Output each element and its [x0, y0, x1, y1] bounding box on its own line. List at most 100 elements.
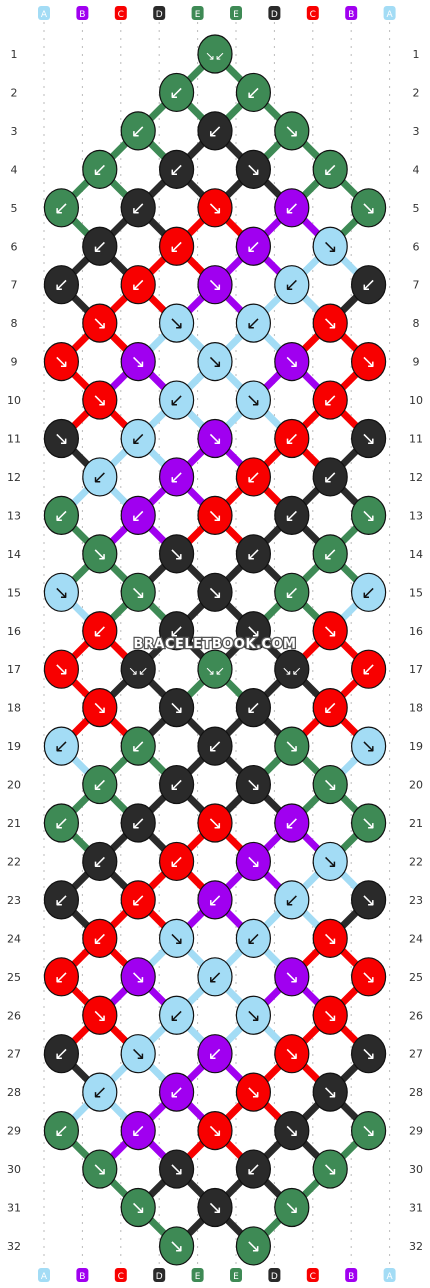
knot: ↙: [274, 418, 310, 459]
knot: ↙: [159, 149, 195, 189]
knot-arrow-icon: ↘: [246, 775, 261, 796]
knot-oval: [120, 265, 156, 305]
knot-oval: [82, 688, 118, 728]
knot-oval: [82, 995, 118, 1035]
knot-arrow-icon: ↘: [169, 698, 184, 719]
strand-label: E: [233, 10, 239, 20]
knot-arrow-icon: ↙: [284, 429, 299, 450]
knot-arrow-icon: ↙: [54, 1121, 69, 1142]
knot: ↘: [82, 380, 118, 420]
knot: ↘: [43, 649, 80, 689]
knot-arrow-icon: ↘: [323, 1082, 338, 1103]
strand-label: E: [233, 1272, 239, 1282]
row-number-right: 12: [409, 471, 423, 484]
knot: ↘: [120, 957, 156, 997]
knot-arrow-icon: ↙: [284, 582, 299, 603]
knot-arrow-icon: ↙: [131, 429, 146, 450]
knot-oval: [312, 380, 348, 420]
knot: ↙: [274, 188, 310, 228]
knot-oval: [274, 880, 310, 920]
row-number-left: 14: [7, 548, 21, 561]
knot-oval: [82, 1149, 118, 1189]
knot-arrow-icon: ↘: [207, 505, 222, 526]
knot: ↙: [274, 265, 310, 305]
knot-oval: [120, 880, 156, 920]
knot-oval: [235, 688, 271, 728]
knot-arrow-icon: ↙: [207, 890, 222, 911]
knot: ↘: [197, 342, 233, 382]
knot-oval: [235, 918, 271, 958]
knot-oval: [274, 957, 310, 997]
knot-arrow-icon: ↘: [169, 1236, 184, 1257]
knot-arrow-icon: ↙: [54, 890, 69, 911]
strand-label-tag: [114, 1268, 127, 1282]
row-number-right: 3: [413, 125, 420, 138]
knot: ↘: [159, 688, 195, 728]
knot-arrow-icon: ↘: [169, 928, 184, 949]
strand-label: D: [271, 10, 278, 20]
row-number-left: 21: [7, 817, 21, 830]
knot: ↘: [351, 1034, 387, 1074]
knot: ↘: [351, 726, 387, 766]
knot-arrow-icon: ↙: [54, 505, 69, 526]
knot: ↘: [197, 265, 233, 305]
knot: ↙: [312, 534, 348, 574]
row-number-right: 29: [409, 1125, 423, 1138]
knot-arrow-icon: ↘: [284, 1121, 299, 1142]
knot-oval: [120, 957, 156, 997]
knot-arrow-icon: ↘: [323, 1159, 338, 1180]
knot-arrow-icon: ↘: [246, 1236, 261, 1257]
knot-arrow-icon: ↘: [246, 621, 261, 642]
knot: ↙: [43, 188, 80, 228]
knot-arrow-icon: ↙: [246, 698, 261, 719]
knot: ↘: [82, 688, 118, 728]
knot: ↙: [120, 495, 156, 536]
knot-arrow-icon: ↘: [207, 1121, 222, 1142]
knot-arrow-icon: ↘: [54, 659, 69, 680]
knot-arrow-icon: ↙: [207, 1044, 222, 1065]
knot-arrow-icon: ↘: [361, 1121, 376, 1142]
knot-oval: [159, 457, 195, 497]
knot-oval: [235, 611, 271, 651]
knot-oval: [43, 803, 80, 843]
watermark: BRACELETBOOK.COM: [134, 637, 297, 652]
knot: ↙: [235, 688, 271, 728]
knot: ↘: [197, 495, 233, 536]
knot: ↙: [120, 111, 156, 151]
knot: ↘↙: [274, 649, 310, 689]
knot-arrow-icon: ↙: [169, 621, 184, 642]
row-number-left: 1: [11, 48, 18, 61]
knot: ↘: [235, 764, 271, 805]
knot: ↘: [82, 303, 118, 343]
knot-arrow-icon: ↘: [323, 851, 338, 872]
row-number-left: 2: [11, 86, 18, 99]
knot: ↙: [274, 803, 310, 843]
knot: ↙: [235, 918, 271, 958]
row-number-right: 7: [413, 279, 420, 292]
knot-oval: [274, 649, 310, 689]
strand-label-tag: [38, 6, 50, 20]
knot: ↙: [159, 841, 195, 882]
knot-arrow-icon: ↙: [92, 621, 107, 642]
knot-arrow-icon: ↘: [284, 967, 299, 988]
knot-oval: [159, 1149, 195, 1189]
knot-oval: [235, 1226, 271, 1266]
knot: ↘: [197, 188, 233, 228]
row-number-right: 32: [409, 1240, 423, 1253]
knot: ↙: [159, 995, 195, 1035]
knot-arrow-icon: ↘: [284, 1044, 299, 1065]
row-number-left: 17: [7, 663, 21, 676]
knot-oval: [312, 995, 348, 1035]
knot-oval: [120, 342, 156, 382]
knot-oval: [235, 303, 271, 343]
knot-oval: [120, 726, 156, 766]
strand-label-tag: [191, 1268, 204, 1282]
knot-arrow-icon: ↘: [323, 775, 338, 796]
knot-oval: [351, 418, 387, 459]
knot-oval: [120, 649, 156, 689]
knot-arrow-icon: ↘↙: [128, 664, 148, 678]
row-number-left: 24: [7, 932, 21, 945]
knot: ↙: [43, 880, 80, 920]
knot-oval: [197, 34, 233, 74]
